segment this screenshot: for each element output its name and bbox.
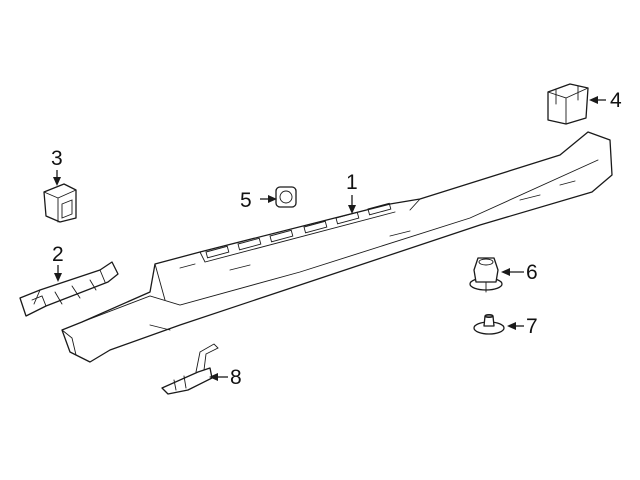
clip-nut-part-6: [469, 257, 503, 293]
clip-part-4: [547, 83, 589, 125]
clip-part-3: [43, 183, 77, 223]
leader-line-2: [54, 265, 62, 282]
leader-line-4: [589, 96, 606, 104]
callout-1: 1: [346, 171, 358, 194]
leader-line-7: [507, 322, 524, 330]
callout-6: 6: [526, 261, 538, 284]
leader-line-1: [348, 195, 356, 214]
hook-bracket-part-8: [161, 343, 219, 395]
pad-part-5: [275, 186, 297, 208]
callout-2: 2: [52, 243, 64, 266]
push-pin-part-7: [473, 314, 505, 335]
leader-line-5: [260, 195, 277, 203]
leader-line-6: [501, 268, 524, 276]
callout-4: 4: [610, 89, 622, 112]
callout-5: 5: [240, 189, 252, 212]
retainer-bracket-part-2: [19, 261, 119, 317]
rocker-molding-part-1: [61, 131, 613, 363]
leader-line-3: [53, 170, 61, 186]
leader-line-8: [209, 373, 228, 381]
callout-8: 8: [230, 366, 242, 389]
callout-3: 3: [51, 147, 63, 170]
callout-7: 7: [526, 315, 538, 338]
